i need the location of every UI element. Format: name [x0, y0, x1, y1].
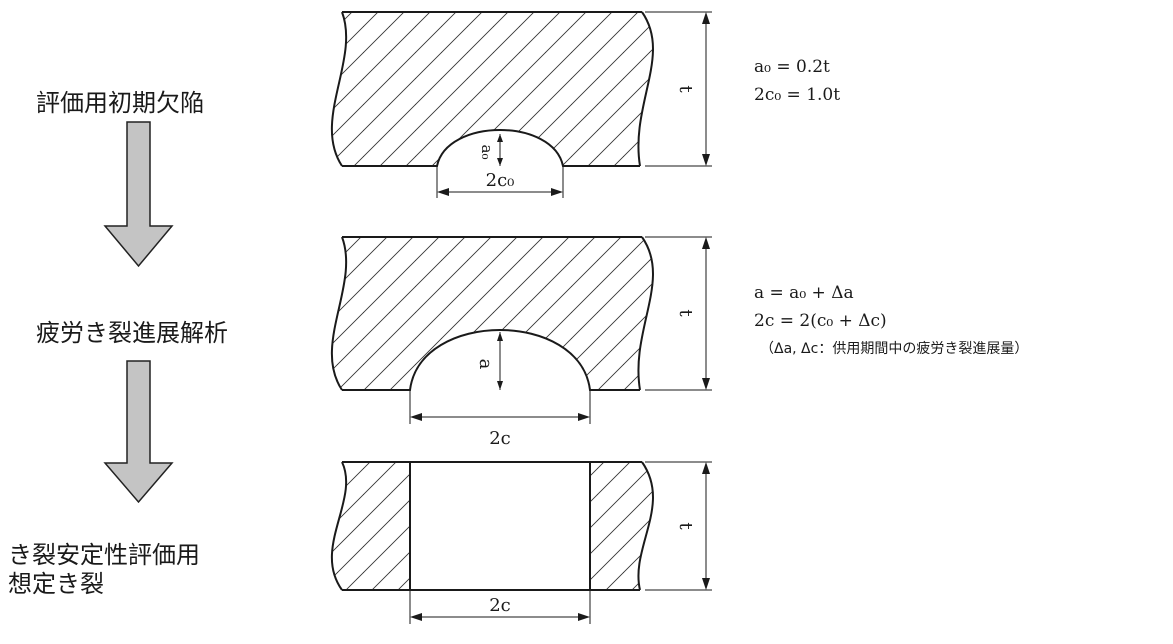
stage-2-formulas: a = a₀ + Δa 2c = 2(c₀ + Δc) （Δa, Δc：供用期間… [754, 283, 1028, 357]
stage-2-cross-section: t a 2c [331, 236, 712, 449]
stage-3-cross-section: t 2c [330, 461, 712, 624]
down-arrow-icon [103, 121, 174, 268]
stage-3-label-line-2: 想定き裂 [8, 570, 104, 598]
stage-2-width-label: 2c [489, 428, 511, 449]
stage-1-cross-section: t a₀ 2c₀ [331, 11, 712, 198]
stage-3-width-label: 2c [489, 595, 511, 616]
stage-2-formula-1: a = a₀ + Δa [754, 283, 854, 303]
stage-3-thickness-label: t [675, 522, 696, 530]
flow-arrow-2 [103, 360, 174, 504]
stage-1-label: 評価用初期欠陥 [36, 89, 204, 117]
stage-2-label: 疲労き裂進展解析 [36, 319, 228, 347]
stage-1-depth-label: a₀ [478, 145, 496, 160]
stage-3-label-line-1: き裂安定性評価用 [8, 541, 200, 569]
stage-labels: 評価用初期欠陥 疲労き裂進展解析 き裂安定性評価用 想定き裂 [8, 89, 228, 598]
stage-1-formula-2: 2c₀ = 1.0t [754, 85, 840, 105]
flow-arrow-1 [103, 121, 174, 268]
down-arrow-icon [103, 360, 174, 504]
stage-2-formula-2: 2c = 2(c₀ + Δc) [754, 311, 887, 331]
stage-2-thickness-label: t [675, 309, 696, 317]
stage-1-width-label: 2c₀ [486, 170, 515, 191]
stage-1-thickness-label: t [675, 85, 696, 93]
stage-2-note: （Δa, Δc：供用期間中の疲労き裂進展量） [760, 340, 1028, 357]
stage-1-formulas: a₀ = 0.2t 2c₀ = 1.0t [754, 57, 840, 105]
stage-1-formula-1: a₀ = 0.2t [754, 57, 830, 77]
stage-2-depth-label: a [475, 359, 496, 370]
